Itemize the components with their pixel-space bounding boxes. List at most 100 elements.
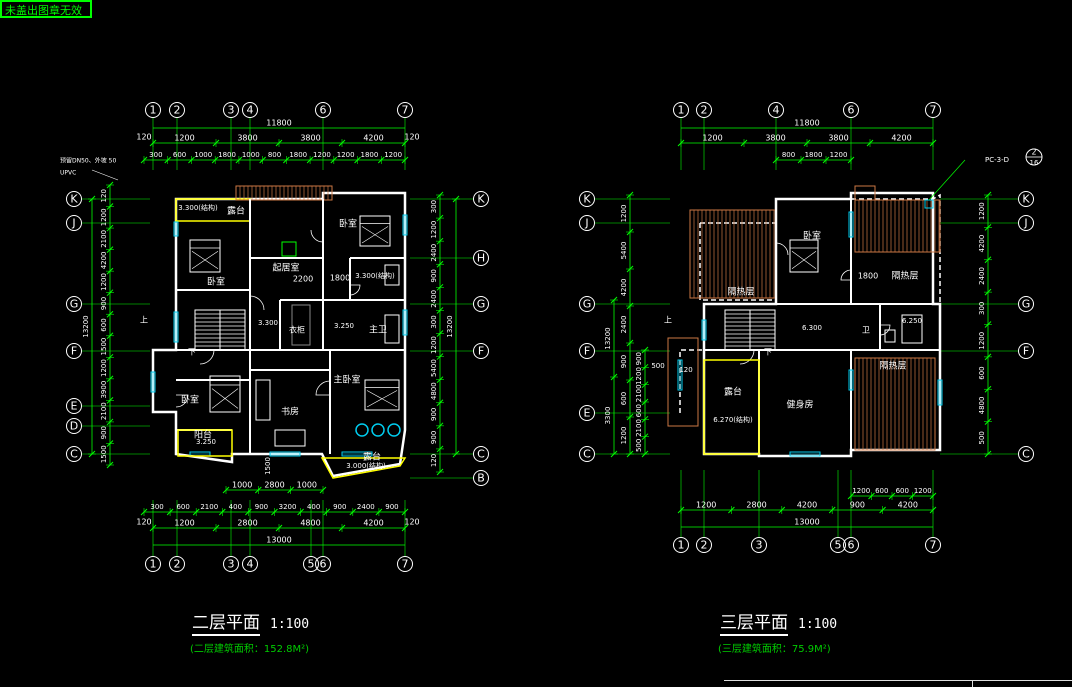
- dim-top-row1: 3800: [828, 134, 848, 143]
- bath-fixture: [901, 314, 923, 344]
- door-swing: [840, 269, 852, 281]
- axis-left-C-circle: [579, 446, 595, 462]
- axis-bottom-3-circle: [751, 537, 767, 553]
- axis-bottom-3: 3: [228, 558, 235, 571]
- dim-left-sub: 13200: [604, 327, 612, 349]
- dim-top-edge: 120: [404, 133, 419, 142]
- axis-top-7: 7: [402, 104, 409, 117]
- axis-left-D: D: [70, 420, 78, 433]
- axis-right-B: B: [477, 472, 485, 485]
- dim-inner-living: 2200: [293, 275, 313, 284]
- axis-bottom-7-circle: [397, 556, 413, 572]
- axis-top-4: 4: [247, 104, 254, 117]
- dim-top-row1: 3800: [237, 134, 257, 143]
- door-swing: [310, 229, 324, 243]
- axis-left-F: F: [584, 345, 590, 358]
- level-stair: 3.300: [258, 319, 278, 327]
- axis-bottom-4-circle: [242, 556, 258, 572]
- level-bath-south: 3.250: [334, 322, 354, 330]
- axis-right-G: G: [477, 298, 486, 311]
- dim-left: 1200: [100, 359, 108, 377]
- dim-top-edge: 120: [136, 133, 151, 142]
- parapet-dashed: [699, 222, 776, 301]
- level-balcony: 3.250: [196, 438, 216, 446]
- detail-ref: PC-3-D: [985, 156, 1009, 164]
- dim-left: 3900: [100, 381, 108, 399]
- dim-left: 1200: [100, 208, 108, 226]
- dim-left: 900: [100, 297, 108, 310]
- dim-right: 2400: [978, 267, 986, 285]
- axis-left-C: C: [583, 448, 591, 461]
- dim-left: 1200: [100, 273, 108, 291]
- axis-left-K-circle: [66, 191, 82, 207]
- axis-left-E: E: [584, 407, 591, 420]
- dim-top-row1: 1200: [174, 134, 194, 143]
- axis-right-G: G: [1022, 298, 1031, 311]
- axis-top-4-circle: [768, 102, 784, 118]
- axis-top-6-circle: [843, 102, 859, 118]
- title-block-edge: [724, 680, 1072, 687]
- dim-bottom-edge: 120: [136, 518, 151, 527]
- dim-top-row2: 1800: [360, 151, 378, 159]
- dim-top-row1: 4200: [363, 134, 383, 143]
- axis-bottom-6-circle: [315, 556, 331, 572]
- level-terrace-north: 3.300(结构): [178, 203, 218, 212]
- axis-left-K: K: [583, 193, 591, 206]
- axis-top-4-circle: [242, 102, 258, 118]
- axis-left-E-circle: [66, 398, 82, 414]
- axis-top-6: 6: [848, 104, 855, 117]
- axis-left-C-circle: [66, 446, 82, 462]
- dim-inner-study: 1500: [264, 457, 272, 475]
- axis-right-H: H: [477, 252, 485, 265]
- dim-left-sub: 3300: [604, 407, 612, 425]
- bath-fixture: [384, 264, 400, 286]
- dim-bottom-row1: 2800: [264, 481, 284, 490]
- axis-bottom-5-circle: [303, 556, 319, 572]
- dim-left-inner: 900: [635, 352, 643, 365]
- dim-bottom-row2: 400: [307, 503, 320, 511]
- dim-bottom-row2: 3200: [279, 503, 297, 511]
- note-upvc: UPVC: [60, 170, 76, 177]
- dim-left-inner: 2100: [635, 384, 643, 402]
- dim-left-inner: 600: [635, 404, 643, 417]
- dim-right-total: 13200: [446, 315, 454, 337]
- dim-top-row2: 800: [268, 151, 281, 159]
- room-insulation-3: 隔热层: [879, 360, 906, 372]
- axis-left-K: K: [70, 193, 78, 206]
- dim-right: 5400: [430, 359, 438, 377]
- dim-top-row2: 1000: [242, 151, 260, 159]
- dim-top-row2: 1200: [313, 151, 331, 159]
- dim-right: 1200: [430, 336, 438, 354]
- axis-top-2-circle: [696, 102, 712, 118]
- axis-top-4: 4: [773, 104, 780, 117]
- dim-bottom-row1: 1200: [914, 487, 932, 495]
- dim-left: 1200: [620, 205, 628, 223]
- room-living: 起居室: [272, 262, 299, 274]
- invalid-stamp-label: 未盖出图章无效: [0, 0, 92, 18]
- axis-bottom-7-circle: [925, 537, 941, 553]
- axis-right-K-circle: [1018, 191, 1034, 207]
- dim-right: 500: [978, 431, 986, 444]
- room-terrace: 露台: [724, 386, 742, 398]
- left-plan-title-text: 二层平面: [192, 613, 260, 636]
- dim-left: 900: [100, 426, 108, 439]
- room-gym: 健身房: [786, 399, 813, 411]
- dim-top-row2: 1800: [805, 151, 823, 159]
- bed: [359, 215, 391, 247]
- bed: [789, 239, 819, 273]
- dim-left: 900: [620, 355, 628, 368]
- axis-top-1-circle: [673, 102, 689, 118]
- axis-top-6: 6: [320, 104, 327, 117]
- room-terrace-north: 露台: [227, 205, 245, 217]
- room-bath: 卫: [862, 326, 870, 335]
- bath-fixture: [384, 314, 400, 344]
- axis-right-F: F: [1023, 345, 1029, 358]
- stair-up-label: 上: [664, 316, 672, 325]
- dim-bottom-row2: 4200: [797, 501, 817, 510]
- door-swing: [315, 380, 331, 396]
- axis-bottom-7: 7: [930, 539, 937, 552]
- door-swing: [249, 295, 265, 311]
- axis-left-F-circle: [66, 343, 82, 359]
- axis-bottom-2-circle: [169, 556, 185, 572]
